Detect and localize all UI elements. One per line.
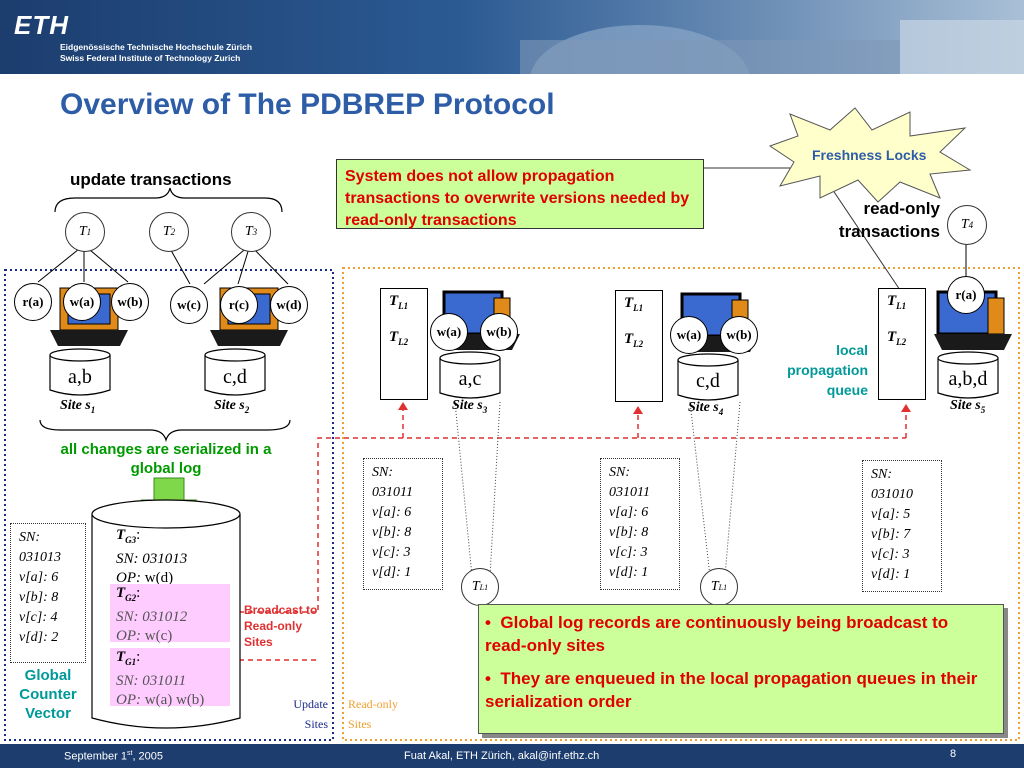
log-entry-tg2: TG2: SN: 031012 OP: w(c) [110,584,230,644]
header-banner: ETH Eidgenössische Technische Hochschule… [0,0,1024,74]
bullet-1: • Global log records are continuously be… [485,613,949,655]
institution-german: Eidgenössische Technische Hochschule Zür… [60,42,253,52]
op-read-a: r(a) [14,283,52,321]
site-s2-label: Site s2 [214,398,250,415]
log-entry-tg3: TG3: SN: 031013 OP: w(d) [116,527,188,586]
log-entry-tg1: TG1: SN: 031011 OP: w(a) w(b) [110,648,230,708]
readonly-sites-frame [342,267,1020,741]
op-write-a-s4: w(a) [670,316,708,354]
op-write-d: w(d) [270,286,308,324]
freshness-locks-callout [768,107,972,203]
bullet-2: • They are enqueued in the local propaga… [485,669,978,711]
op-write-a-s3: w(a) [430,313,468,351]
site-s1-data: a,b [68,366,92,388]
op-read-c: r(c) [220,286,258,324]
propagation-queue-s4: TL1 TL2 [615,290,663,402]
propagation-queue-s5: TL1 TL2 [878,288,926,400]
update-transactions-label: update transactions [70,170,232,189]
site-databases [49,348,999,401]
eth-logo: ETH [14,10,69,40]
site-s5-label: Site s5 [950,398,986,415]
gcv-title: Global Counter Vector [19,667,77,722]
page-title: Overview of The PDBREP Protocol [60,88,555,121]
op-write-b-s3: w(b) [480,313,518,351]
site-s5-data: a,b,d [948,368,988,390]
bullet-note: • Global log records are continuously be… [478,604,1004,734]
op-write-b-s4: w(b) [720,316,758,354]
op-write-b: w(b) [111,283,149,321]
footer: September 1st, 2005 Fuat Akal, ETH Züric… [0,744,1024,768]
site-s3-data: a,c [458,368,482,390]
top-note: System does not allow propagation transa… [336,159,704,229]
page-number: 8 [950,748,957,760]
propagation-queue-s3: TL1 TL2 [380,288,428,400]
op-write-a: w(a) [63,283,101,321]
site-s4-data: c,d [696,370,720,392]
readonly-transactions-label: read-only transactions [838,199,940,241]
site-s1-label: Site s1 [60,398,96,415]
site-s2-data: c,d [223,366,247,388]
site-s4-label: Site s4 [688,400,724,417]
update-sites-frame [4,269,334,741]
local-queue-label: local propagation queue [787,342,868,398]
freshness-locks-label: Freshness Locks [812,147,927,163]
building-photo [520,20,1024,74]
serialized-label: all changes are serialized in a global l… [60,441,272,477]
op-write-c: w(c) [170,286,208,324]
footer-date: September 1st, 2005 [64,750,164,763]
site-s3-label: Site s3 [452,398,488,415]
footer-author: Fuat Akal, ETH Zürich, akal@inf.ethz.ch [404,750,600,762]
op-read-a-s5: r(a) [947,276,985,314]
institution-english: Swiss Federal Institute of Technology Zu… [60,53,241,63]
broadcast-label: Broadcast to Read-only Sites [244,603,318,649]
